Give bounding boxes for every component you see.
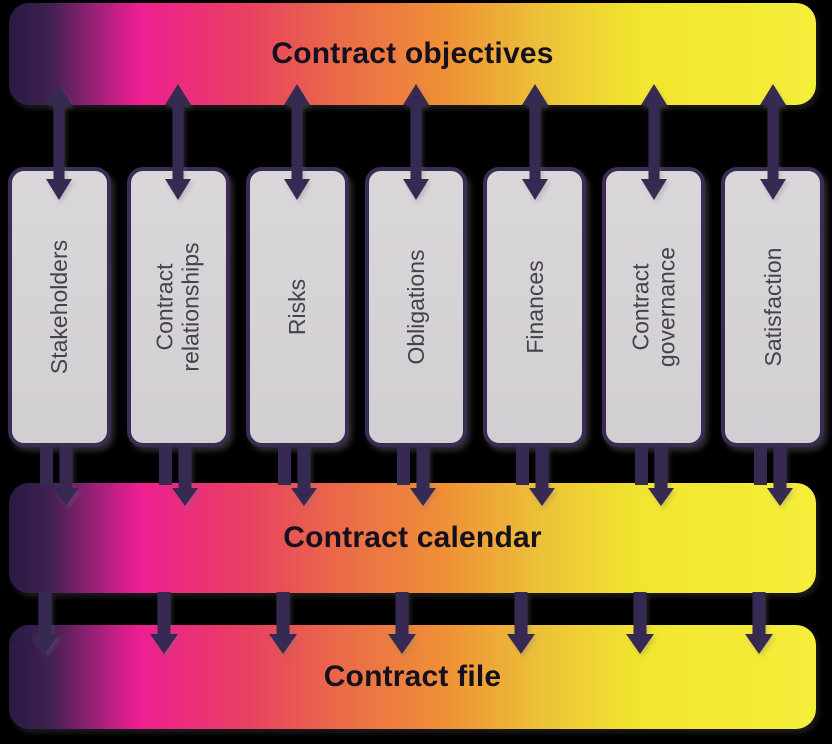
down-arrow-to-calendar-icon — [646, 447, 676, 506]
contract-file-bar: Contract file — [9, 625, 816, 729]
topic-box: Risks — [245, 167, 349, 447]
topic-box-label: Risks — [283, 278, 310, 336]
down-arrow-to-file-icon — [743, 592, 775, 654]
topic-box-label: Contract governance — [627, 246, 680, 368]
topic-box: Contract relationships — [126, 167, 230, 447]
connector-stub — [40, 447, 54, 485]
double-arrow-icon — [163, 84, 193, 200]
topic-box: Obligations — [364, 167, 468, 447]
connector-stub — [159, 447, 173, 485]
connector-stub — [278, 447, 292, 485]
contract-file-label: Contract file — [323, 660, 502, 693]
double-arrow-icon — [758, 84, 788, 200]
down-arrow-to-calendar-icon — [527, 447, 557, 506]
connector-stub — [634, 447, 648, 485]
down-arrow-to-file-icon — [29, 592, 61, 654]
down-arrow-to-file-icon — [148, 592, 180, 654]
topic-box-label: Finances — [521, 260, 548, 354]
topic-box-label: Stakeholders — [46, 239, 73, 375]
contract-objectives-bar: Contract objectives — [9, 3, 816, 105]
down-arrow-to-calendar-icon — [408, 447, 438, 506]
diagram-column: Obligations — [364, 0, 468, 744]
diagram-column: Satisfaction — [721, 0, 825, 744]
topic-box-label: Contract relationships — [151, 242, 205, 372]
double-arrow-icon — [520, 84, 550, 200]
topic-box: Stakeholders — [8, 167, 111, 447]
topic-box: Contract governance — [602, 167, 706, 447]
down-arrow-to-file-icon — [624, 592, 656, 654]
down-arrow-to-file-icon — [267, 592, 299, 654]
double-arrow-icon — [639, 84, 669, 200]
down-arrow-to-calendar-icon — [289, 447, 319, 506]
diagram-column: Stakeholders — [8, 0, 111, 744]
topic-box: Satisfaction — [721, 167, 825, 447]
diagram-column: Contract governance — [602, 0, 706, 744]
down-arrow-to-calendar-icon — [170, 447, 200, 506]
contract-calendar-bar: Contract calendar — [9, 483, 816, 593]
connector-stub — [515, 447, 529, 485]
contract-objectives-label: Contract objectives — [271, 37, 554, 70]
connector-stub — [397, 447, 410, 485]
connector-stub — [753, 447, 767, 485]
topic-box-label: Satisfaction — [759, 247, 786, 367]
double-arrow-icon — [282, 84, 312, 200]
down-arrow-to-file-icon — [386, 592, 418, 654]
down-arrow-to-calendar-icon — [765, 447, 795, 506]
columns: Stakeholders Contract relationships — [8, 0, 825, 744]
contract-calendar-label: Contract calendar — [283, 521, 542, 554]
topic-box-label: Obligations — [402, 249, 429, 365]
diagram-column: Finances — [483, 0, 587, 744]
double-arrow-icon — [44, 84, 74, 200]
diagram-column: Contract relationships — [126, 0, 230, 744]
down-arrow-to-file-icon — [505, 592, 537, 654]
topic-box: Finances — [483, 167, 587, 447]
double-arrow-icon — [401, 84, 431, 200]
diagram-column: Risks — [245, 0, 349, 744]
down-arrow-to-calendar-icon — [51, 447, 81, 506]
